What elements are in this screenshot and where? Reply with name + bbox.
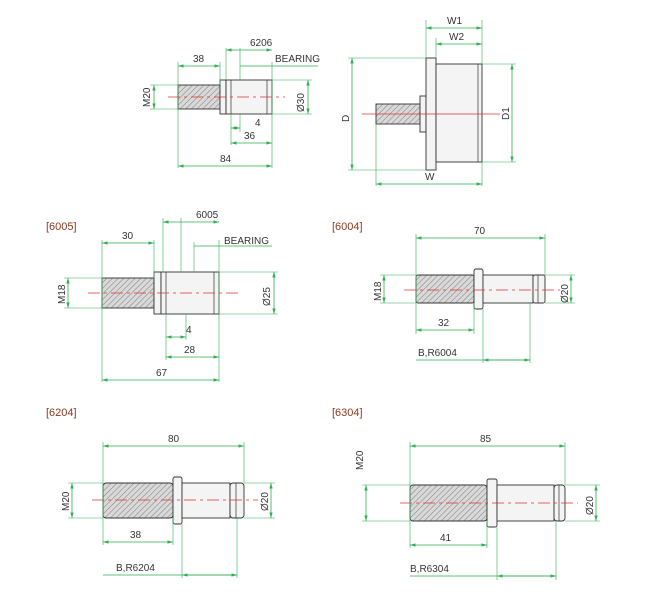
diameter-20: Ø20	[560, 284, 571, 303]
shoulder	[172, 476, 183, 525]
bearing-ref-6204: B,R6204	[116, 563, 155, 574]
dim-d: D	[341, 115, 352, 122]
bearing-ref-6004: B,R6004	[418, 348, 457, 359]
shaft-6206-drawing: 38 6206 BEARING M20 Ø30 4 36 84	[142, 38, 320, 168]
title-6005: [6005]	[46, 221, 77, 233]
shaft-6204-drawing: 80 M20 Ø20 38 B,R6204	[61, 434, 275, 578]
shoulder	[473, 268, 484, 310]
shaft-body	[181, 482, 231, 519]
title-6004: [6004]	[332, 221, 363, 233]
dim-28: 28	[184, 345, 196, 356]
dim-67: 67	[156, 368, 168, 379]
thread-section	[415, 274, 475, 304]
roller-assembly-drawing: W1 W2 D D1 W	[341, 16, 516, 186]
dim-w2: W2	[449, 32, 464, 43]
dim-38: 38	[193, 54, 205, 65]
shaft-body	[482, 274, 534, 304]
diameter-30: Ø30	[296, 93, 307, 112]
bearing-ref-6304: B,R6304	[410, 564, 449, 575]
dim-4: 4	[186, 325, 192, 336]
thread-m18: M18	[57, 284, 68, 304]
title-6304: [6304]	[332, 407, 363, 419]
title-6204: [6204]	[46, 407, 77, 419]
bearing-6206-label: 6206	[250, 38, 273, 49]
bearing-text: BEARING	[224, 236, 269, 247]
dim-30: 30	[122, 231, 134, 242]
shaft-6004-drawing: 70 M18 Ø20 32 B,R6004	[373, 226, 575, 363]
dim-4: 4	[255, 118, 261, 129]
dim-32: 32	[438, 318, 450, 329]
shaft-end	[229, 482, 245, 519]
bearing-text: BEARING	[275, 54, 320, 65]
dim-70: 70	[474, 226, 486, 237]
dim-41: 41	[440, 533, 452, 544]
thread-m20: M20	[355, 450, 366, 470]
diameter-20: Ø20	[585, 496, 596, 515]
dim-36: 36	[244, 131, 256, 142]
dim-85: 85	[480, 434, 492, 445]
shaft-6005-drawing: 30 6005 BEARING M18 Ø25 4 28 67	[57, 210, 278, 382]
dim-d1: D1	[501, 107, 512, 120]
dim-80: 80	[168, 434, 180, 445]
thread-m20: M20	[142, 87, 153, 107]
dim-38: 38	[130, 530, 142, 541]
bearing-6005-label: 6005	[196, 210, 219, 221]
diameter-20: Ø20	[260, 492, 271, 511]
roller-body	[435, 63, 483, 163]
thread-m18: M18	[373, 281, 384, 301]
diameter-25: Ø25	[262, 287, 273, 306]
thread-section	[102, 482, 174, 519]
shaft-end	[532, 274, 546, 304]
shaft-6304-drawing: 85 M20 Ø20 41 B,R6304	[355, 434, 600, 580]
dim-w: W	[425, 172, 435, 183]
dim-84: 84	[220, 154, 232, 165]
dim-w1: W1	[447, 16, 462, 27]
thread-m20: M20	[61, 491, 72, 511]
